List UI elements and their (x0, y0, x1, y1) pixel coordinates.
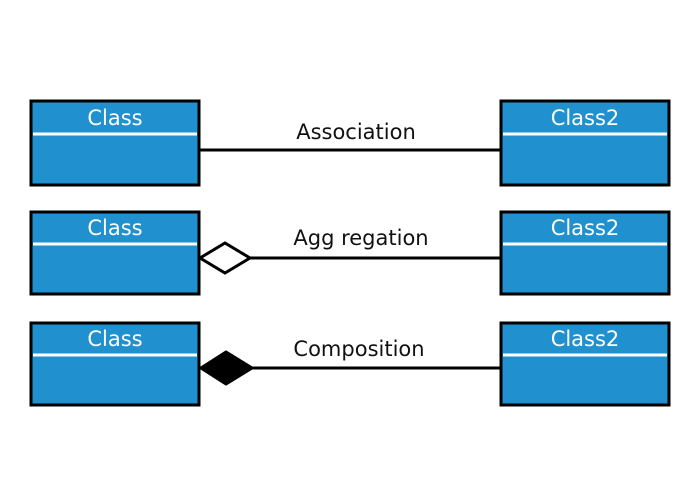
class-box-rect (29, 321, 201, 407)
class-box-rect (499, 99, 671, 187)
filled-diamond-icon (198, 350, 255, 386)
hollow-diamond-icon (197, 241, 253, 275)
class-box-rect (499, 210, 671, 296)
class-name-label: Class2 (551, 327, 620, 351)
class-box-right-composition[interactable]: Class2 (499, 321, 671, 407)
class-box-rect (29, 99, 201, 187)
relationship-label-composition: Composition (293, 337, 424, 361)
relationship-label-association: Association (296, 120, 416, 144)
class-name-label: Class (87, 327, 142, 351)
class-box-rect (499, 321, 671, 407)
class-name-label: Class (87, 106, 142, 130)
relationship-row-composition: Class Class2 Composition (29, 321, 671, 407)
relationship-label-aggregation: Agg regation (293, 226, 428, 250)
class-box-left-association[interactable]: Class (29, 99, 201, 187)
class-name-label: Class2 (551, 106, 620, 130)
class-name-label: Class (87, 216, 142, 240)
class-box-left-composition[interactable]: Class (29, 321, 201, 407)
class-box-right-association[interactable]: Class2 (499, 99, 671, 187)
relationship-row-aggregation: Class Class2 Agg regation (29, 210, 671, 296)
class-name-label: Class2 (551, 216, 620, 240)
class-box-right-aggregation[interactable]: Class2 (499, 210, 671, 296)
relationship-row-association: Class Class2 Association (29, 99, 671, 187)
class-box-left-aggregation[interactable]: Class (29, 210, 201, 296)
class-box-rect (29, 210, 201, 296)
